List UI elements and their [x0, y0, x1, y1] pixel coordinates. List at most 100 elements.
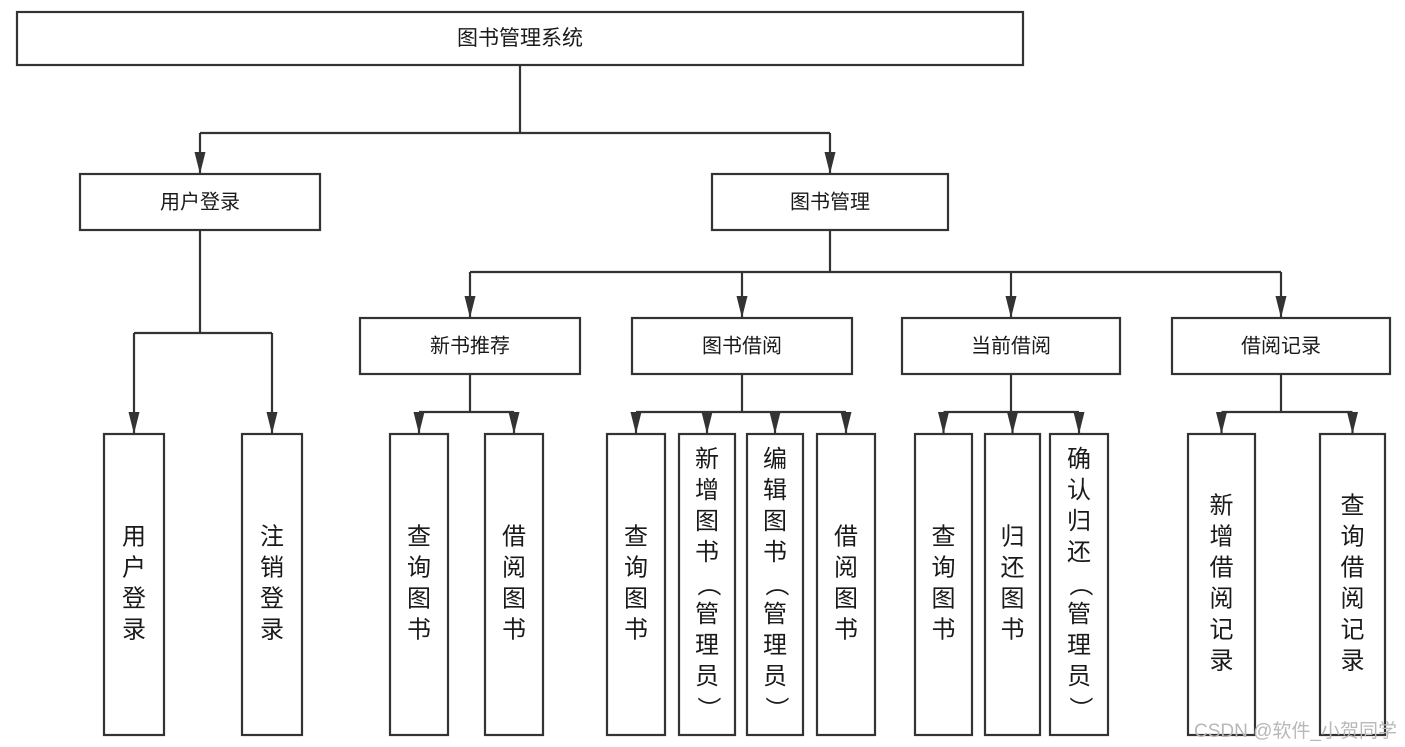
arrow-head-icon: [1347, 412, 1358, 434]
leaf-label-char: ）: [763, 697, 790, 721]
leaf-label-char: 图: [624, 585, 648, 612]
leaf-label-char: 归: [1001, 523, 1025, 550]
node-borrow-record[interactable]: 借阅记录: [1170, 316, 1392, 376]
leaf-label-char: 查: [1341, 492, 1365, 519]
leaf-label-char: （: [763, 573, 790, 597]
arrow-head-icon: [1073, 412, 1085, 434]
leaf-label-char: 询: [1341, 523, 1365, 550]
node-layer: 图书管理系统用户登录图书管理新书推荐图书借阅当前借阅借阅记录用户登录注销登录查询…: [15, 10, 1392, 737]
leaf-label-char: 图: [834, 585, 858, 612]
node-box: [900, 316, 1122, 376]
leaf-label-char: 用: [122, 523, 146, 550]
leaf-label-char: 书: [1001, 616, 1025, 643]
arrow-head-icon: [824, 152, 836, 174]
node-box: [913, 432, 974, 737]
leaf-label: 用户登录: [122, 523, 146, 643]
arrow-head-icon: [630, 412, 642, 434]
leaf-label-char: 书: [624, 616, 648, 643]
leaf-label-char: 辑: [763, 477, 787, 504]
leaf-label-char: 户: [122, 554, 146, 581]
node-box: [1170, 316, 1392, 376]
leaf-label-char: 书: [695, 539, 719, 566]
arrow-head-icon: [736, 296, 748, 318]
leaf-label-char: 管: [695, 601, 719, 628]
leaf-label-char: （: [1067, 573, 1094, 597]
leaf-label-char: 新: [1210, 492, 1234, 519]
leaf-label-char: 图: [1001, 585, 1025, 612]
leaf-label-char: 查: [407, 523, 431, 550]
node-box: [240, 432, 304, 737]
leaf-label-char: 注: [260, 523, 284, 550]
leaf-label-char: 增: [1210, 523, 1234, 550]
node-label: 借阅记录: [1241, 334, 1321, 357]
leaf-label-char: 图: [407, 585, 431, 612]
node-label: 图书借阅: [702, 334, 782, 357]
node-box: [1186, 432, 1257, 737]
node-book-manage[interactable]: 图书管理: [710, 172, 950, 232]
arrow-head-icon: [194, 152, 206, 174]
leaf-label-char: 录: [122, 616, 146, 643]
leaf-label-char: 记: [1210, 616, 1234, 643]
leaf-label-char: 图: [502, 585, 526, 612]
leaf-label-char: 员: [1067, 663, 1091, 690]
leaf-label-char: 编: [763, 446, 787, 473]
leaf-label-char: 销: [260, 554, 284, 581]
leaf-label-char: 归: [1067, 508, 1091, 535]
node-box: [605, 432, 667, 737]
node-label: 图书管理系统: [457, 27, 583, 50]
node-label: 当前借阅: [971, 334, 1051, 357]
node-book-borrow[interactable]: 图书借阅: [630, 316, 854, 376]
node-user-login[interactable]: 用户登录: [78, 172, 322, 232]
arrow-head-icon: [840, 412, 852, 434]
node-leaf-user-login[interactable]: 用户登录: [102, 432, 166, 737]
node-box: [102, 432, 166, 737]
node-root[interactable]: 图书管理系统: [15, 10, 1025, 67]
leaf-label-char: 员: [695, 663, 719, 690]
node-box: [745, 432, 805, 737]
leaf-label-char: 阅: [1210, 585, 1234, 612]
leaf-label-char: 借: [502, 523, 526, 550]
leaf-label-char: 录: [260, 616, 284, 643]
connector-layer: [128, 65, 1358, 434]
leaf-label-char: （: [695, 573, 722, 597]
leaf-label-char: 借: [834, 523, 858, 550]
leaf-label-char: ）: [1067, 697, 1094, 721]
node-new-book-recommend[interactable]: 新书推荐: [358, 316, 582, 376]
leaf-label-char: 借: [1341, 554, 1365, 581]
arrow-head-icon: [1216, 412, 1227, 434]
leaf-label-char: 录: [1210, 647, 1234, 674]
node-current-borrow[interactable]: 当前借阅: [900, 316, 1122, 376]
leaf-label-char: 书: [502, 616, 526, 643]
arrow-head-icon: [128, 412, 140, 434]
arrow-head-icon: [769, 412, 781, 434]
leaf-label-char: 询: [407, 554, 431, 581]
node-box: [15, 10, 1025, 67]
leaf-label-char: 图: [763, 508, 787, 535]
leaf-label-char: 登: [122, 585, 146, 612]
leaf-label-char: 借: [1210, 554, 1234, 581]
arrow-head-icon: [464, 296, 476, 318]
arrow-head-icon: [1005, 296, 1017, 318]
leaf-label-char: 书: [407, 616, 431, 643]
